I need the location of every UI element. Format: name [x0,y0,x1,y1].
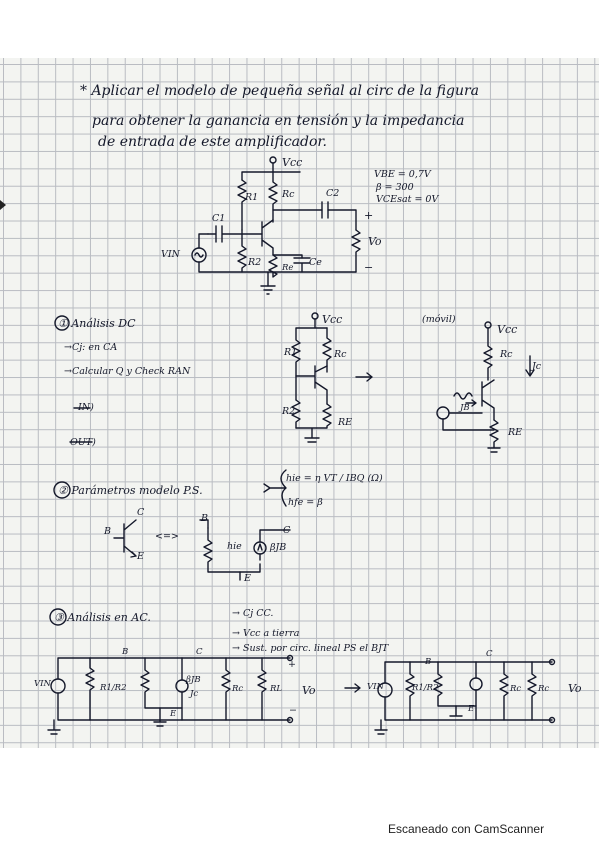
s3-c-label: C [196,647,203,657]
s2-c-label: C [137,507,145,518]
s1-vcc2-label: Vcc [497,323,518,336]
s2-equivalence-arrow: <=> [155,531,179,542]
s3-vo2-label: Vo [568,682,582,695]
s3-plus: + [288,659,296,670]
amplifier-schematic [191,156,361,295]
section3-note-1: → Cj CC. [232,608,274,619]
s3-c2-label: C [486,649,493,659]
param-vbe: VBE = 0,7V [374,169,431,180]
s1-r1-label: R1 [284,347,298,358]
s1-vcc-label: Vcc [322,313,343,326]
s1-jc-label: Jc [532,361,542,372]
s3-e2-label: E [468,704,475,714]
s3-vin2-label: VIN [367,682,384,692]
section2-hie-formula: hie = η VT / IBQ (Ω) [286,473,383,484]
param-vcesat: VCEsat = 0V [376,194,439,205]
section3-note-2: → Vcc a tierra [232,628,300,639]
s3-vo-label: Vo [302,684,316,697]
scanner-watermark: Escaneado con CamScanner [388,822,545,836]
c1-re-label: Re [282,263,294,273]
param-beta: β = 300 [376,182,414,193]
s1-rc2-label: Rc [500,349,513,360]
section1-step-a: →Cj: en CA [64,342,118,353]
section3-note-3: → Sust. por circ. lineal PS el BJT [232,643,389,654]
c1-vcc-label: Vcc [282,156,303,169]
s1-rc-label: Rc [334,349,347,360]
s3-b-label: B [122,647,129,657]
s1-movil-label: (móvil) [422,314,456,325]
section-3-circle [49,608,67,626]
section3-title: ③ Análisis en AC. [54,611,151,624]
s3-r12-label: R1/R2 [100,683,127,693]
header-line-1: * Aplicar el modelo de pequeña señal al … [80,83,480,99]
section1-title: ① Análisis DC [58,317,136,330]
c1-plus: + [364,209,374,222]
s3-rl2-label: Rc [538,684,550,694]
section1-step-b: →Calcular Q y Check RAN [64,366,191,377]
s1-r2-label: R2 [282,406,296,417]
s2-e-label: E [137,551,144,562]
s3-minus: − [289,705,297,716]
header-line-3: de entrada de este amplificador. [98,134,328,150]
section-2-circle [53,481,71,499]
c1-vin-label: VIN [161,249,180,260]
section2-title: ② Parámetros modelo P.S. [58,484,203,497]
s1-jb-label: JB [460,403,470,413]
section2-hfe-formula: hfe = β [288,497,323,508]
c1-r1-label: R1 [245,192,259,203]
s3-rc-label: Rc [232,684,244,694]
c1-c2-label: C2 [326,188,340,199]
s3-betajb-label: βJB [186,675,201,685]
c1-r2-label: R2 [248,257,262,268]
s3-jc-label: Jc [190,689,199,699]
c1-rc-label: Rc [282,189,295,200]
section-1-circle [54,315,70,331]
c1-ce-label: Ce [309,257,322,268]
small-signal-model-drawing [113,469,291,581]
header-line-2: para obtener la ganancia en tensión y la… [92,113,465,129]
s3-vin-label: VIN [34,679,51,689]
s1-re2-label: RE [508,427,523,438]
ac-analysis-schematic [47,654,556,735]
s2-beta-jb-label: βJB [270,542,287,553]
s1-re-label: RE [338,417,353,428]
c1-minus: − [364,261,374,274]
s2-hie-label: hie [227,541,242,552]
c1-vo-label: Vo [368,235,382,248]
c1-c1-label: C1 [212,213,226,224]
dc-analysis-schematic [69,312,535,453]
s3-rl-label: RL [270,684,283,694]
binding-edge-mark [0,200,6,210]
s2-e2-label: E [244,573,251,584]
s2-b-label: B [104,526,111,537]
s3-rc2-label: Rc [510,684,522,694]
s3-e-label: E [170,709,177,719]
s2-b2-label: B [201,513,208,524]
s3-r12b-label: R1/R2 [412,683,439,693]
